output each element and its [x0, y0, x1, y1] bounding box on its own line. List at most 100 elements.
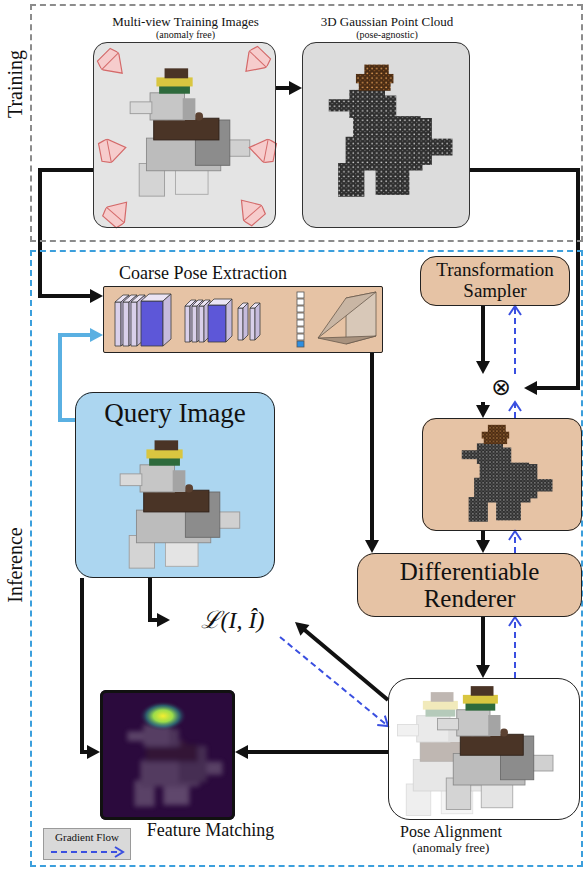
- training-images-box: Multi-view Training Images(anomaly free): [93, 42, 276, 228]
- text-group: Pose Alignment(anomaly free): [381, 823, 521, 855]
- gradient-arrow: [509, 306, 521, 374]
- heatmap-figure-part: [100, 690, 235, 820]
- heading: 3D Gaussian Point Cloud: [303, 15, 471, 29]
- rendered-cloud-figure-part: [462, 425, 553, 522]
- training-frame: TrainingMulti-view Training Images(anoma…: [30, 4, 583, 242]
- pose-alignment-figure: [388, 678, 580, 820]
- connector-line: [246, 750, 388, 754]
- network-figure-part: [115, 294, 260, 346]
- network-figure-part: [318, 292, 376, 344]
- network-figure-part-part: [131, 302, 137, 346]
- arrow-head: [289, 81, 302, 95]
- network-figure-part-part: [297, 327, 304, 333]
- network-figure-part: [103, 286, 383, 353]
- flow-arrow: [476, 306, 490, 374]
- flow-arrow: [60, 328, 103, 420]
- process-box: Transformation Sampler: [420, 256, 570, 306]
- network-figure-part-part: [297, 320, 304, 326]
- rendered-cloud-figure-part: [422, 418, 582, 531]
- network-figure-part-part: [141, 301, 163, 346]
- inference-frame: InferenceCoarse Pose ExtractionTransform…: [30, 250, 583, 867]
- legend-line-sample: [47, 846, 127, 858]
- heading: Transformation Sampler: [425, 260, 565, 302]
- pose-alignment-figure-part: [438, 686, 554, 809]
- heading: Inference: [4, 527, 26, 603]
- pose-alignment-figure-part: [388, 678, 580, 820]
- arrow-head: [157, 613, 170, 627]
- arrow-head: [509, 617, 521, 626]
- arrow-head: [509, 402, 521, 411]
- network-figure-part-part: [255, 303, 260, 340]
- heading: Coarse Pose Extraction: [119, 264, 369, 284]
- network-figure-part-part: [199, 306, 204, 342]
- connector-line: [481, 306, 485, 363]
- arrow-head: [90, 289, 103, 303]
- flow-arrow: [150, 578, 170, 627]
- network-figure-part-part: [297, 341, 304, 347]
- arrow-head: [87, 745, 100, 759]
- point-cloud-figure-part: [302, 42, 470, 228]
- connector-line: [514, 306, 516, 374]
- gradient-arrow: [280, 637, 388, 726]
- query-image-box: Query Image: [75, 392, 275, 578]
- renderer-fill-part: [420, 256, 570, 306]
- heading: Feature Matching: [103, 821, 318, 841]
- rendered-cloud-box: [422, 418, 582, 531]
- network-figure-part-part: [115, 302, 121, 346]
- query-image-figure-part: [120, 440, 240, 568]
- text-group: Training: [4, 50, 26, 118]
- training-images-figure-part: [232, 192, 267, 227]
- network-figure-part-part: [163, 294, 171, 346]
- network-figure-part-part: [297, 299, 304, 305]
- flow-arrow: [365, 353, 379, 553]
- query-image-figure: [75, 392, 275, 578]
- query-image-figure-part: [75, 392, 275, 578]
- point-cloud-figure-part: [329, 65, 453, 197]
- arrow-head: [235, 745, 248, 759]
- arrow-head: [295, 622, 309, 636]
- arrow-head: [509, 531, 521, 540]
- connector-line: [276, 86, 291, 90]
- network-figure-part-part: [208, 305, 226, 342]
- heading: Query Image: [76, 399, 274, 429]
- heading: Differentiable Renderer: [375, 558, 565, 613]
- connector-line: [280, 637, 388, 726]
- connector-line: [60, 335, 92, 420]
- network-figure: [103, 286, 383, 353]
- connector-line: [370, 353, 374, 542]
- gradient-arrow: [509, 617, 521, 678]
- network-figure-part-part: [226, 299, 232, 342]
- text-group: Coarse Pose Extraction: [119, 264, 369, 284]
- training-images-figure-part: [95, 46, 130, 81]
- arrow-head: [476, 540, 490, 553]
- network-figure-part-part: [318, 336, 376, 344]
- point-cloud-figure: [302, 42, 470, 228]
- arrow-head: [476, 361, 490, 374]
- network-figure-part-part: [297, 313, 304, 319]
- process-box: Differentiable Renderer: [357, 553, 582, 617]
- text-group: Feature Matching: [103, 821, 318, 841]
- arrow-head: [476, 665, 490, 678]
- legend-line-sample: [51, 851, 121, 853]
- flow-arrow: [276, 81, 302, 95]
- flow-arrow: [476, 617, 490, 678]
- arrow-head: [509, 306, 521, 315]
- text-group: ⊗: [478, 374, 524, 402]
- heatmap-figure: [100, 690, 235, 820]
- point-cloud-box: 3D Gaussian Point Cloud(pose-agnostic): [302, 42, 470, 228]
- gradient-arrow: [509, 402, 521, 418]
- subheading: (anomaly free): [94, 29, 277, 40]
- text-group: Differentiable Renderer: [358, 554, 581, 616]
- operator-symbol: ⊗: [478, 374, 524, 402]
- arrow-head: [365, 540, 379, 553]
- network-figure-part-part: [297, 334, 304, 340]
- text-group: Transformation Sampler: [421, 257, 569, 305]
- heading: Multi-view Training Images: [94, 15, 277, 29]
- subheading: (pose-agnostic): [303, 29, 471, 40]
- subheading: (anomaly free): [381, 841, 521, 855]
- network-figure-part-part: [185, 306, 190, 342]
- text-group: 3D Gaussian Point Cloud(pose-agnostic): [303, 15, 471, 40]
- legend-text: Gradient Flow: [44, 829, 130, 843]
- pose-alignment-box: Pose Alignment(anomaly free): [388, 678, 580, 820]
